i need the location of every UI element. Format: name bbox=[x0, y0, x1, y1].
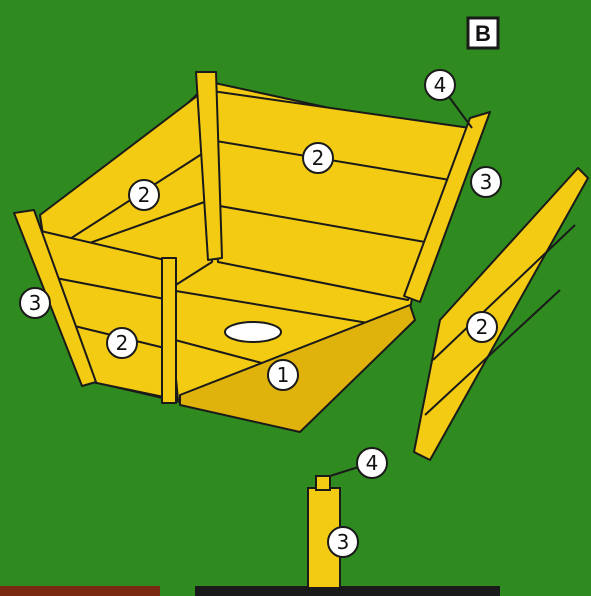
label-loose-panel-board: 2 bbox=[467, 312, 497, 342]
label-right-post-side-text: 3 bbox=[480, 170, 493, 194]
label-left-board: 2 bbox=[129, 180, 159, 210]
loose-post-top bbox=[316, 476, 330, 490]
label-front-board-text: 2 bbox=[116, 331, 129, 355]
label-left-post-side: 3 bbox=[20, 288, 50, 318]
label-loose-post-side-text: 3 bbox=[337, 530, 350, 554]
bottom-strip-left bbox=[0, 586, 160, 596]
label-right-post-side: 3 bbox=[471, 167, 501, 197]
label-base-text: 1 bbox=[277, 363, 290, 387]
panel-letter-badge: B bbox=[468, 18, 498, 48]
bottom-strip-right bbox=[195, 586, 500, 596]
label-base: 1 bbox=[268, 360, 298, 390]
front-corner-post bbox=[162, 258, 176, 403]
drainage-hole bbox=[225, 322, 281, 342]
label-loose-panel-board-text: 2 bbox=[476, 315, 489, 339]
label-left-post-side-text: 3 bbox=[29, 291, 42, 315]
label-loose-post-top-text: 4 bbox=[366, 451, 379, 475]
label-left-board-text: 2 bbox=[138, 183, 151, 207]
label-right-post-top: 4 bbox=[425, 70, 455, 100]
label-back-board: 2 bbox=[303, 143, 333, 173]
label-loose-post-top: 4 bbox=[357, 448, 387, 478]
label-front-board: 2 bbox=[107, 328, 137, 358]
label-loose-post-side: 3 bbox=[328, 527, 358, 557]
label-right-post-top-text: 4 bbox=[434, 73, 447, 97]
panel-letter: B bbox=[475, 21, 491, 46]
label-back-board-text: 2 bbox=[312, 146, 325, 170]
